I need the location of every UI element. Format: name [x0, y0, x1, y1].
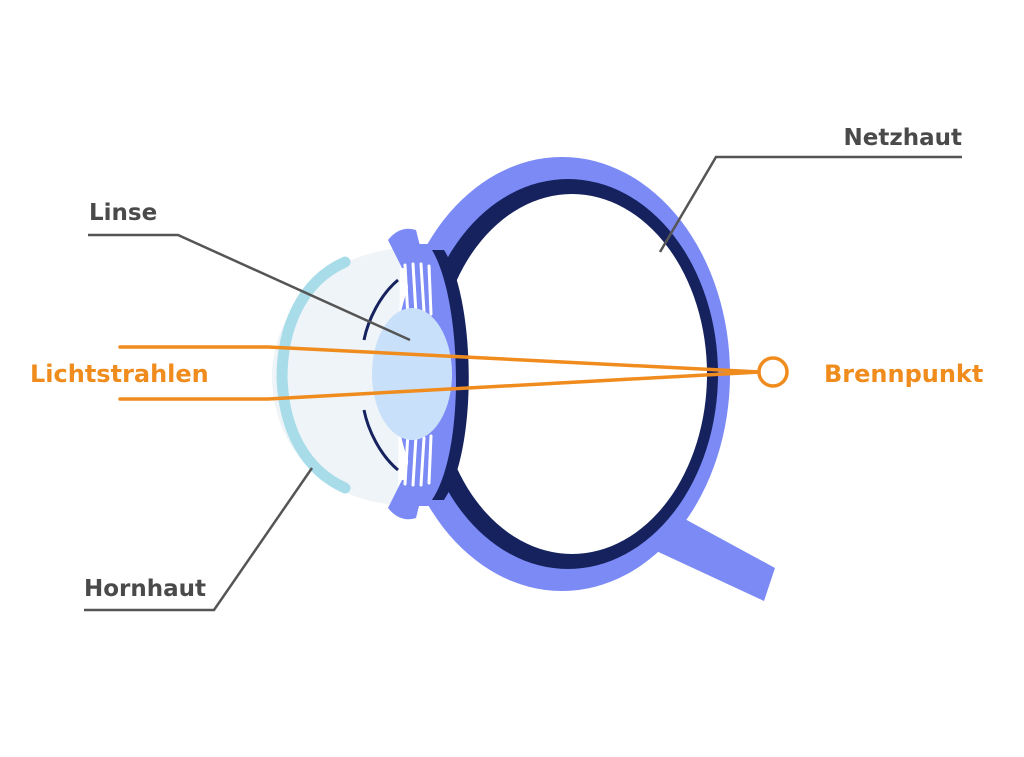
- label-brennpunkt: Brennpunkt: [824, 360, 983, 388]
- light-ray-lower: [118, 370, 762, 401]
- leader-netzhaut: [658, 155, 962, 253]
- ciliary-dark: [432, 250, 469, 500]
- leader-linse: [88, 233, 411, 342]
- label-lichtstrahlen: Lichtstrahlen: [30, 360, 209, 388]
- iris-lower: [362, 409, 399, 472]
- cornea-fill: [271, 248, 400, 505]
- iris-upper: [362, 278, 399, 341]
- focal-point-marker: [757, 356, 789, 388]
- optic-nerve: [652, 512, 775, 601]
- eye-interior: [437, 194, 707, 554]
- light-rays: [118, 345, 762, 401]
- lens: [372, 308, 452, 440]
- leader-lines: [84, 155, 962, 612]
- leader-hornhaut: [84, 467, 314, 612]
- label-linse: Linse: [89, 200, 157, 226]
- label-hornhaut: Hornhaut: [84, 576, 206, 602]
- cornea-arc: [276, 256, 351, 494]
- cornea: [271, 248, 400, 505]
- light-ray-upper: [118, 345, 762, 374]
- label-netzhaut: Netzhaut: [844, 125, 963, 151]
